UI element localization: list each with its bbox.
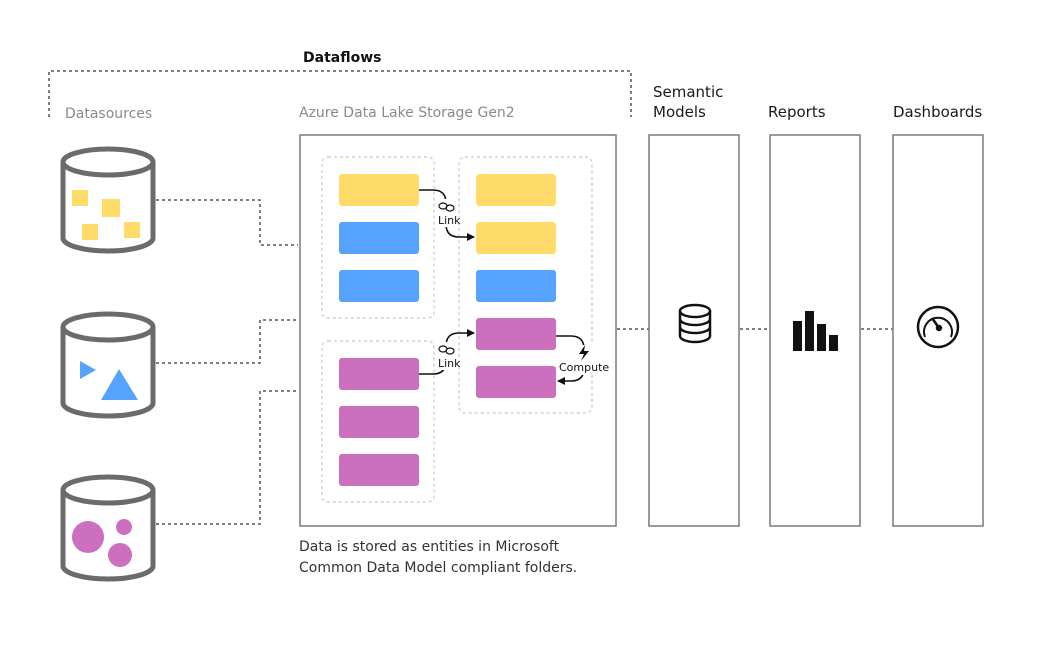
blue-triangles-icon bbox=[80, 361, 138, 400]
link-label-2: Link bbox=[438, 357, 461, 370]
entity-purple-2 bbox=[476, 366, 556, 398]
storage-label: Azure Data Lake Storage Gen2 bbox=[299, 105, 515, 121]
compute-label: Compute bbox=[559, 361, 609, 374]
datasource-cylinder-3 bbox=[60, 474, 156, 582]
entity-group-1 bbox=[321, 156, 435, 319]
dashboards-box bbox=[892, 134, 984, 527]
gauge-icon bbox=[916, 305, 960, 349]
entity-purple-1 bbox=[476, 318, 556, 350]
dataflows-bracket bbox=[48, 70, 632, 117]
entity-yellow-1 bbox=[339, 174, 419, 206]
dashboards-label: Dashboards bbox=[893, 103, 982, 121]
entity-purple-4 bbox=[339, 406, 419, 438]
entity-group-3 bbox=[321, 340, 435, 503]
entity-blue-3 bbox=[476, 270, 556, 302]
link-icon bbox=[438, 202, 455, 212]
reports-label: Reports bbox=[768, 103, 826, 121]
entity-bars bbox=[339, 174, 556, 486]
yellow-squares-icon bbox=[72, 190, 140, 240]
lightning-icon bbox=[579, 345, 589, 361]
entity-group-2 bbox=[458, 156, 593, 414]
bar-chart-icon bbox=[793, 311, 838, 351]
semantic-models-label-line1: Semantic bbox=[653, 83, 723, 101]
datasource-connectors bbox=[156, 199, 298, 525]
purple-circles-icon bbox=[72, 519, 132, 567]
dataflows-title: Dataflows bbox=[303, 50, 381, 66]
entity-yellow-3 bbox=[476, 222, 556, 254]
datasources-label: Datasources bbox=[65, 106, 152, 122]
reports-box bbox=[769, 134, 861, 527]
storage-caption-line2: Common Data Model compliant folders. bbox=[299, 560, 577, 576]
entity-yellow-2 bbox=[476, 174, 556, 206]
datasource-cylinder-1 bbox=[60, 146, 156, 254]
link-icon bbox=[438, 345, 455, 355]
semantic-models-label-line2: Models bbox=[653, 103, 706, 121]
entity-purple-5 bbox=[339, 454, 419, 486]
entity-purple-3 bbox=[339, 358, 419, 390]
database-icon bbox=[678, 303, 712, 344]
datasource-cylinder-2 bbox=[60, 311, 156, 419]
storage-box bbox=[299, 134, 617, 527]
entity-blue-1 bbox=[339, 222, 419, 254]
entity-blue-2 bbox=[339, 270, 419, 302]
link-label-1: Link bbox=[438, 214, 461, 227]
semantic-models-box bbox=[648, 134, 740, 527]
storage-caption-line1: Data is stored as entities in Microsoft bbox=[299, 539, 560, 555]
